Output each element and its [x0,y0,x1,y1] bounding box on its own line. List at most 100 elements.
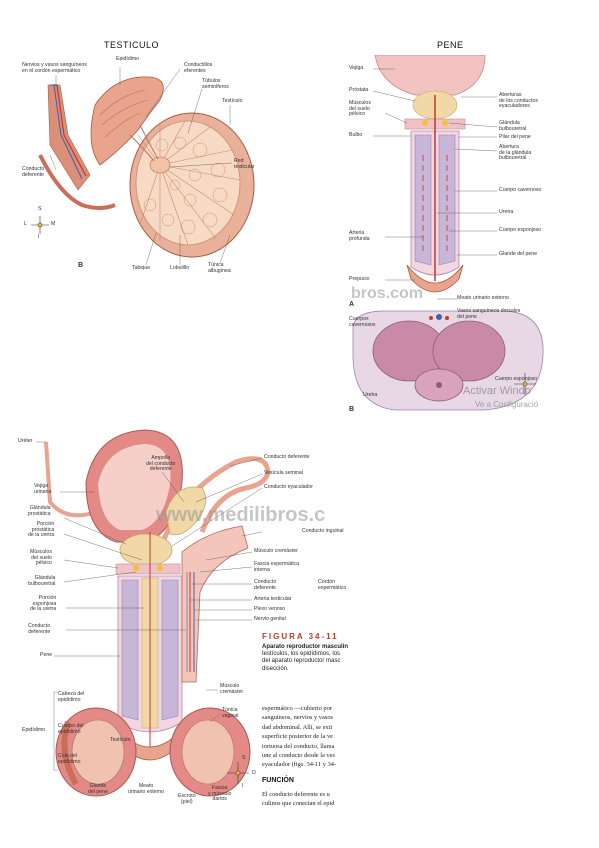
label-cuerpos-cavernosos: Cuerpos cavernosos [349,316,376,328]
label-glande: Glande del pene [499,251,538,257]
label-cuerpo-epididimo: Cuerpo del epidídimo [58,723,84,735]
label-fascia-interna: Fascia espermática interna [254,561,299,573]
label-glandula-prostatica: Glándula prostática [28,505,51,517]
body-line: eyaculador (figs. 34-11 y 34- [262,761,337,769]
compass-m: M [51,221,56,227]
testiculo-illustration [31,67,255,266]
label-meato: Meato urinario externo [457,295,509,301]
label-nervio-genital: Nervio genital [254,616,286,622]
label-arteria: Arteria profunda [349,230,370,242]
body-line: tortuosa del conducto, llama [262,742,335,750]
label-cavernoso: Cuerpo cavernoso [499,187,542,193]
figure-caption: Aparato reproductor masculin testículos,… [262,644,358,673]
label-plexo: Plexo venoso [254,606,286,612]
label-abertura: Abertura de la glándula bulbouretral [499,144,532,162]
label-vejiga: Vejiga [349,65,364,71]
compass-full-i: I [242,783,244,789]
label-vejiga-urinaria: Vejiga urinaria [34,483,52,495]
label-red: Red testicular [234,158,255,170]
body-line: espermático —cubierto por [262,705,332,712]
label-tunica-vaginal: Túnica vaginal [222,707,239,719]
label-conducto-deferente-2: Conducto deferente [254,579,277,591]
label-pene: Pene [40,652,53,658]
label-cordon: Cordón espermático [318,579,347,591]
label-vesicula: Vesícula seminal [264,470,303,476]
watermark-pene: bros.com [351,285,424,302]
panel-letter-b: B [78,262,84,269]
label-arteria-testicular: Arteria testicular [254,596,292,602]
label-epididimo: Epidídimo [116,56,140,62]
label-ureter: Uréter [18,438,33,444]
label-tubulos: Túbulos seminíferos [202,78,229,90]
body-line: dad abdominal. Allí, se exti [262,723,333,731]
activate-windows-sub: Ve a Configuració [475,400,539,409]
label-cola-epididimo: Cola del epidídimo [58,753,81,765]
figure-caption-rest: testículos, los epidídimos, los del apar… [262,651,341,672]
label-nervios: Nervios y vasos sanguíneos en el cordón … [22,62,87,74]
full-system-illustration [36,429,271,797]
label-musculos: Músculos del suelo pélvico [349,100,371,118]
panel-letter-a: A [349,301,355,308]
label-conductillos: Conductillos eferentes [184,62,213,74]
compass-full [227,762,249,784]
label-testiculo-full: Testículo [110,737,131,743]
label-escroto: Escroto (piel) [178,793,196,805]
label-prostata: Próstata [349,87,369,93]
compass-full-s: S [242,755,246,761]
label-porcion-prostatica: Porción prostática de la uretra [28,521,55,539]
label-cremaster: Músculo cremáster [254,548,298,554]
figure-caption-block: FIGURA 34-11 Aparato reproductor masculi… [262,632,358,673]
compass-s: S [38,206,42,212]
label-fascia-dartos: Fascia y músculo dartos [208,785,232,803]
label-aberturas: Aberturas de los conductos eyaculadores [499,92,538,110]
label-uretra: Uretra [499,209,514,215]
figure-caption-bold: Aparato reproductor masculin [262,644,349,650]
label-cross-esponjoso: Cuerpo esponjoso [495,376,538,382]
label-conducto-def: Conducto deferente [22,166,45,178]
compass [31,216,49,234]
label-eyaculador: Conducto eyaculador [264,484,314,490]
compass-i: I [38,234,40,240]
body-line: culinos que conectan el epid [262,800,335,808]
label-vasos-dorsales: Vasos sanguíneos dorsales del pene [457,308,521,320]
label-conducto-deferente-left: Conducto deferente [28,623,51,635]
label-glandula: Glándula bulbouretral [499,120,527,132]
label-tunica: Túnica albugínea [208,262,231,274]
label-musculos-suelo: Músculos del suelo pélvico [30,549,52,567]
label-glande-full: Glande del pene [88,783,108,795]
body-text-2: El conducto deferente es u culinos que c… [262,790,358,809]
label-cross-uretra: Uretra [363,392,378,398]
testiculo-panel: Nervios y vasos sanguíneos en el cordón … [20,55,267,277]
label-testiculo: Testículo [222,98,243,104]
label-conducto-deferente-right: Conducto deferente [264,454,310,460]
label-prepucio: Prepucio [349,276,370,282]
pene-illustration [352,55,544,411]
label-musculo-cremaster: Músculo cremáster [220,683,244,695]
title-testiculo: TESTICULO [104,40,160,50]
pene-panel: Vejiga Próstata Músculos del suelo pélvi… [345,55,567,417]
body-line: une al conducto desde la ves [262,752,335,760]
compass-l: L [24,221,27,227]
label-cabeza-epididimo: Cabeza del epidídimo [58,691,85,703]
compass-pene [514,373,536,395]
label-epididimo: Epidídimo [22,727,46,733]
watermark-full: www.medilibros.c [156,504,326,526]
label-pilar: Pilar del pene [499,134,531,140]
label-lobulillo: Lobulillo [170,265,190,271]
label-bulbo: Bulbo [349,132,363,138]
body-line: sanguíneos, nervios y vasos [262,714,333,722]
subhead-funcion: FUNCIÓN [262,777,294,784]
label-meato-full: Meato urinario externo [128,783,165,795]
label-tabique: Tabique [132,265,151,271]
compass-full-d: D [252,770,256,776]
title-pene: PENE [437,40,464,50]
panel-letter-b2: B [349,406,355,413]
full-system-panel: Uréter Vejiga urinaria Glándula prostáti… [6,422,358,822]
figure-title: FIGURA 34-11 [262,632,339,641]
label-bulbouretral: Glándula bulbouretral [28,575,56,587]
label-inguinal: Conducto inguinal [302,528,344,534]
label-ampolla: Ampolla del conducto deferente [146,455,176,473]
body-text-1: espermático —cubierto por sanguíneos, ne… [262,704,358,770]
label-esponjoso: Cuerpo esponjoso [499,227,542,233]
label-porcion-esponjosa: Porción esponjosa de la uretra [30,595,57,613]
